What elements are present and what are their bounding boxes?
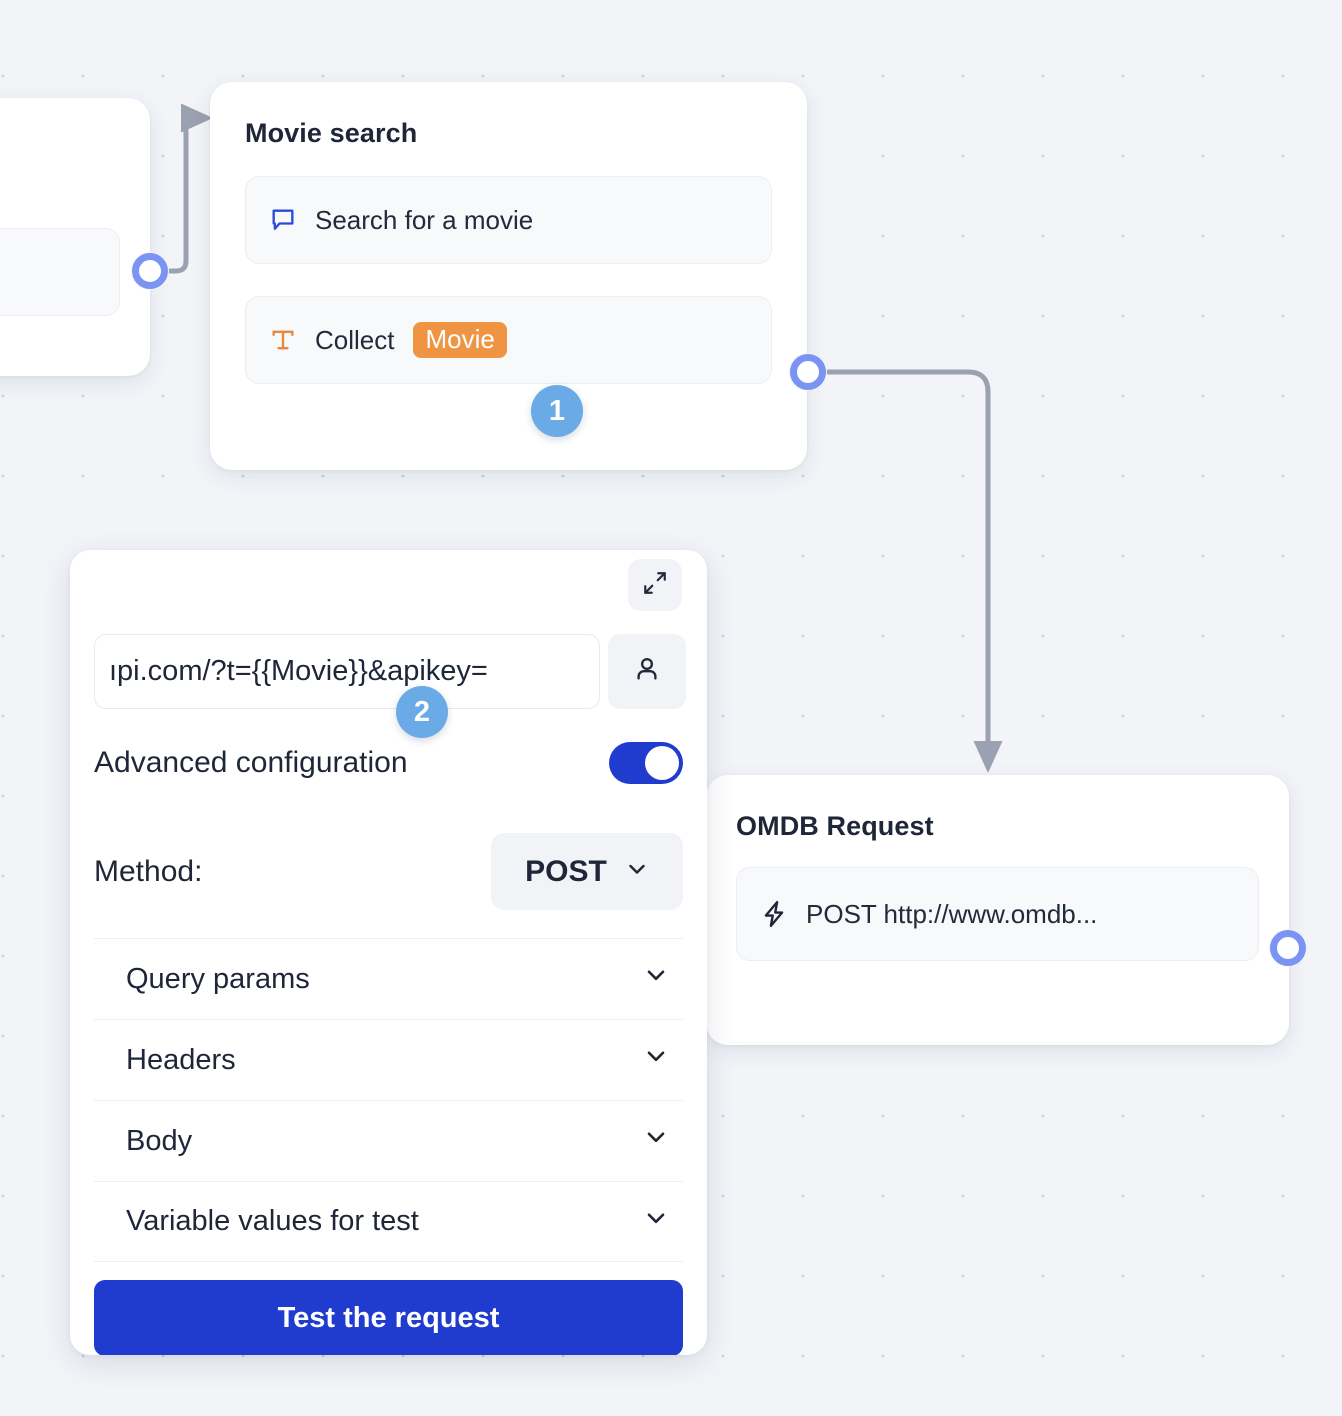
node-title-movie-search: Movie search <box>245 118 418 148</box>
connector-port-movie-search-output[interactable] <box>789 353 827 391</box>
chevron-down-icon <box>625 855 649 889</box>
advanced-configuration-toggle[interactable] <box>609 742 683 784</box>
step-badge-2: 2 <box>396 686 448 738</box>
section-variable-values-for-test[interactable]: Variable values for test <box>94 1181 683 1262</box>
method-row: Method: POST <box>94 833 683 910</box>
node-row-search-for-a-movie[interactable]: Search for a movie <box>245 176 772 264</box>
user-credentials-button[interactable] <box>608 634 686 709</box>
chevron-down-icon <box>643 1205 669 1239</box>
node-title-omdb-request: OMDB Request <box>736 811 934 841</box>
node-omdb-request[interactable]: OMDB Request POST http://www.omdb... <box>693 775 1289 1045</box>
lightning-bolt-icon <box>759 899 789 929</box>
section-label: Variable values for test <box>126 1205 419 1237</box>
node-row-label: Collect <box>315 324 395 355</box>
section-headers[interactable]: Headers <box>94 1019 683 1100</box>
text-input-icon <box>268 326 298 354</box>
advanced-configuration-row: Advanced configuration <box>94 742 683 784</box>
url-input[interactable]: ıpi.com/?t={{Movie}}&apikey= <box>94 634 600 709</box>
variable-tag-movie[interactable]: Movie <box>413 322 507 358</box>
method-select[interactable]: POST <box>491 833 683 910</box>
person-icon <box>632 654 662 689</box>
node-movie-search[interactable]: Movie search Search for a movie Collect <box>210 82 807 470</box>
connector-port-omdb-output[interactable] <box>1269 929 1307 967</box>
section-label: Headers <box>126 1043 236 1076</box>
speech-bubble-icon <box>268 206 298 234</box>
section-label: Query params <box>126 962 310 995</box>
chevron-down-icon <box>643 1124 669 1158</box>
expand-panel-button[interactable] <box>628 559 682 611</box>
step-badge-1: 1 <box>531 385 583 437</box>
chevron-down-icon <box>643 1043 669 1077</box>
node-row-post-request[interactable]: POST http://www.omdb... <box>736 867 1259 961</box>
request-config-panel[interactable]: ıpi.com/?t={{Movie}}&apikey= Advanced co… <box>70 550 707 1355</box>
method-label: Method: <box>94 854 203 888</box>
partial-node-row <box>0 228 120 316</box>
test-the-request-button[interactable]: Test the request <box>94 1280 683 1355</box>
config-sections: Query params Headers Body <box>94 938 683 1262</box>
partial-node-card[interactable] <box>0 98 150 376</box>
node-row-label: POST http://www.omdb... <box>806 898 1098 929</box>
method-value: POST <box>525 854 607 888</box>
advanced-configuration-label: Advanced configuration <box>94 746 408 779</box>
section-label: Body <box>126 1124 193 1157</box>
section-body[interactable]: Body <box>94 1100 683 1181</box>
expand-arrows-icon <box>642 570 668 601</box>
section-query-params[interactable]: Query params <box>94 938 683 1019</box>
node-row-collect-movie[interactable]: Collect Movie <box>245 296 772 384</box>
connector-port-partial-output[interactable] <box>131 252 169 290</box>
url-row: ıpi.com/?t={{Movie}}&apikey= <box>94 634 686 709</box>
node-row-label: Search for a movie <box>315 204 534 235</box>
chevron-down-icon <box>643 962 669 996</box>
